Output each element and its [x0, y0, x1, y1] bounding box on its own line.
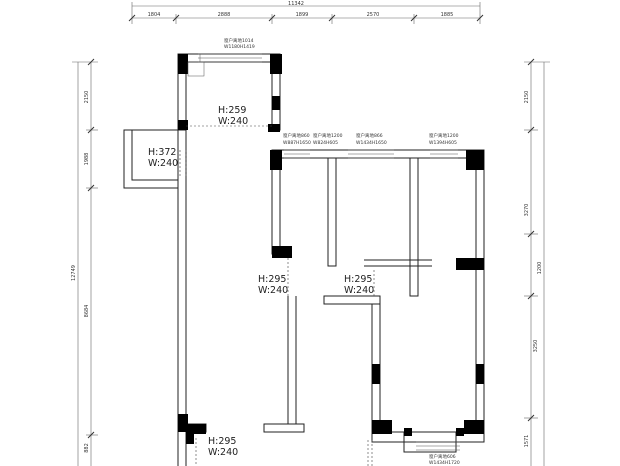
- column: [270, 54, 282, 74]
- column: [456, 428, 464, 436]
- left-dimension-segment: 882: [84, 443, 90, 453]
- window-size: W1434H1720: [429, 460, 460, 466]
- column: [178, 414, 188, 432]
- top-overall-dimension: 11342: [288, 1, 304, 7]
- column: [186, 434, 194, 444]
- opening-width: W:240: [218, 116, 248, 127]
- left-protrusion-wall: [123, 129, 178, 189]
- top-dimension-segment: 2570: [367, 12, 380, 18]
- window-size: W887H1650: [283, 140, 311, 146]
- interior-partition: [409, 158, 419, 297]
- column: [476, 364, 484, 384]
- left-dimension-segment: 2150: [84, 91, 90, 104]
- opening-height: H:295: [258, 274, 286, 285]
- opening-annotations: H:259 W:240 H:372 W:240 H:295 W:240 H:29…: [148, 105, 374, 458]
- top-dimension-segment: 2888: [218, 12, 231, 18]
- column: [404, 428, 412, 436]
- window-size: W1180H1419: [224, 44, 255, 50]
- column: [178, 54, 188, 74]
- right-dimension-chain: 2150 3270 1200 3250 1571: [524, 58, 550, 466]
- column: [372, 420, 392, 434]
- opening-width: W:240: [344, 285, 374, 296]
- column: [186, 424, 206, 434]
- top-dimension-segment: 1804: [148, 12, 161, 18]
- opening-height: H:295: [208, 436, 236, 447]
- right-dimension-segment: 2150: [524, 91, 530, 104]
- column: [178, 120, 188, 130]
- column: [464, 420, 484, 434]
- opening-height: H:372: [148, 147, 176, 158]
- window-label: 窗户离地866: [356, 132, 383, 139]
- window-size: W1394H605: [429, 140, 457, 146]
- walls: [123, 53, 485, 466]
- opening-height: H:295: [344, 274, 372, 285]
- column: [270, 150, 282, 170]
- top-dimension-segment: 1885: [441, 12, 454, 18]
- interior-partition: [327, 158, 337, 267]
- columns: [178, 54, 484, 444]
- opening-width: W:240: [148, 158, 178, 169]
- window-glazing: [187, 53, 460, 451]
- top-dimension-segment: 1899: [296, 12, 309, 18]
- main-block-outer-wall: [271, 149, 485, 433]
- column: [272, 96, 280, 110]
- opening-outlines: [179, 125, 375, 466]
- window-label: 窗户离地1200: [313, 132, 343, 139]
- right-dimension-segment: 3250: [533, 340, 539, 353]
- top-dimension-chain: 11342 1804 2888 1899 2570 1885: [128, 1, 484, 24]
- left-dimension-segment: 1988: [84, 153, 90, 166]
- opening-width: W:240: [208, 447, 238, 458]
- bottom-bay-wall: [371, 431, 485, 443]
- left-dimension-chain: 12749 2150 1988 8684 882: [71, 58, 98, 466]
- left-corridor-wall: [177, 130, 187, 466]
- right-dimension-segment: 1200: [537, 262, 543, 275]
- column: [466, 150, 484, 170]
- window-size: W824H605: [313, 140, 338, 146]
- window-label: 窗户离地1014: [224, 37, 254, 44]
- right-dimension-segment: 3270: [524, 204, 530, 217]
- column: [372, 364, 380, 384]
- left-dimension-segment: 8684: [84, 305, 90, 318]
- left-overall-dimension: 12749: [71, 265, 77, 281]
- interior-partition: [364, 259, 432, 267]
- right-dimension-segment: 1571: [524, 435, 530, 448]
- stub-wall: [263, 296, 305, 433]
- window-label: 窗户离地1200: [429, 132, 459, 139]
- opening-width: W:240: [258, 285, 288, 296]
- window-size: W1434H1650: [356, 140, 387, 146]
- column: [268, 124, 280, 132]
- window-label: 窗户离地860: [283, 132, 310, 139]
- column: [456, 258, 484, 270]
- center-partition: [323, 295, 381, 305]
- opening-height: H:259: [218, 105, 246, 116]
- window-annotations: 窗户离地1014 W1180H1419 窗户离地860 W887H1650 窗户…: [224, 37, 460, 466]
- window-label: 窗户离地606: [429, 453, 456, 460]
- column: [272, 246, 292, 258]
